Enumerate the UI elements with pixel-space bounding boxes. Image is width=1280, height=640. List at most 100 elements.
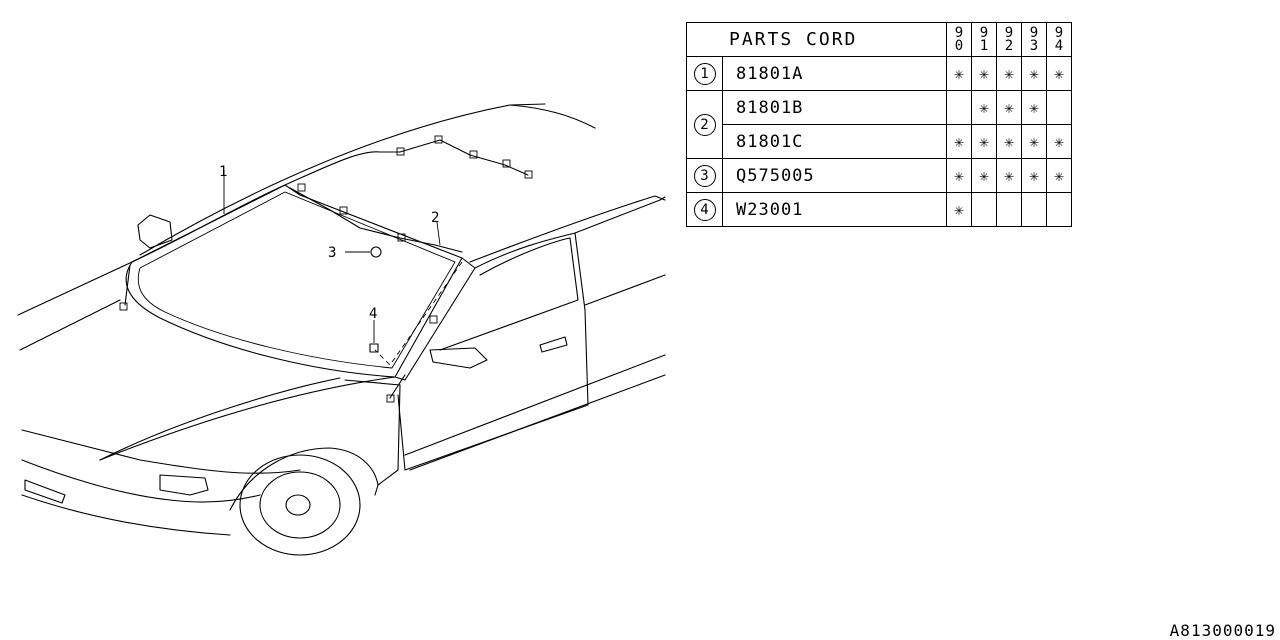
harness-drop-left (124, 264, 131, 306)
bumper-lower (21, 494, 231, 536)
connector (429, 315, 438, 324)
door-handle (539, 336, 568, 353)
roof-line (139, 103, 546, 256)
connector (119, 302, 128, 311)
bumper (21, 459, 261, 503)
clip-part-3 (370, 246, 382, 258)
availability-mark: ✳ (971, 90, 997, 125)
connector (524, 170, 533, 179)
rear-roof (469, 195, 666, 263)
harness-2 (289, 187, 463, 253)
left-mirror (137, 214, 173, 249)
availability-mark: ✳ (1046, 158, 1072, 193)
part-code: 81801C (722, 124, 947, 159)
connector (386, 394, 395, 403)
availability-mark: ✳ (971, 56, 997, 91)
windshield-left (125, 261, 396, 378)
connector (297, 183, 306, 192)
ref-number: 2 (686, 90, 723, 159)
availability-mark (971, 192, 997, 227)
wheel-hub (285, 494, 311, 516)
connector (339, 206, 348, 215)
wheel (239, 454, 361, 556)
rear-belt (584, 274, 666, 306)
availability-mark: ✳ (1021, 124, 1047, 159)
availability-mark: ✳ (996, 56, 1022, 91)
table-row: 2 81801B ✳ ✳ ✳ (686, 90, 1072, 159)
availability-mark: ✳ (996, 158, 1022, 193)
hood-left (17, 261, 133, 316)
table-row: 1 81801A ✳ ✳ ✳ ✳ ✳ (686, 56, 1072, 91)
windshield-inner (137, 191, 456, 369)
grommet-part-4 (369, 343, 379, 353)
availability-mark (1021, 192, 1047, 227)
callout-4: 4 (369, 306, 377, 322)
availability-mark: ✳ (946, 124, 972, 159)
fender (229, 447, 379, 511)
fender-line (344, 379, 401, 486)
figure-id: A813000019 (1169, 621, 1276, 640)
ref-number: 3 (686, 158, 723, 193)
part-code: 81801B (722, 90, 947, 125)
table-row: 81801C ✳ ✳ ✳ ✳ ✳ (687, 124, 1072, 159)
availability-mark (946, 90, 972, 125)
car-wiring-diagram: 1 2 3 4 (17, 103, 666, 556)
wheel-rim (259, 471, 341, 539)
availability-mark: ✳ (1021, 56, 1047, 91)
availability-mark: ✳ (1021, 90, 1047, 125)
hood-back (99, 376, 396, 461)
harness-1 (131, 139, 529, 263)
connector (469, 150, 478, 159)
table-row: 3 Q575005 ✳ ✳ ✳ ✳ ✳ (686, 158, 1072, 193)
header-parts-cord: PARTS CORD (686, 22, 947, 57)
part-code: 81801A (722, 56, 947, 91)
availability-mark (996, 192, 1022, 227)
windshield-right (394, 257, 463, 378)
grille (24, 479, 66, 504)
hood-crease (99, 377, 341, 461)
roof-rear-line (509, 104, 596, 129)
door-window (439, 237, 579, 351)
connector (397, 233, 406, 242)
ref-number: 1 (686, 56, 723, 91)
availability-mark: ✳ (1021, 158, 1047, 193)
headlight (159, 474, 209, 496)
availability-mark: ✳ (946, 158, 972, 193)
part-code: Q575005 (722, 158, 947, 193)
part-code: W23001 (722, 192, 947, 227)
availability-mark: ✳ (946, 192, 972, 227)
availability-mark (1046, 90, 1072, 125)
rear-door-line (574, 196, 666, 234)
leader-2 (436, 221, 441, 246)
availability-mark: ✳ (1046, 56, 1072, 91)
availability-mark: ✳ (1046, 124, 1072, 159)
rocker-2 (404, 354, 666, 456)
harness-drop-right (389, 374, 406, 399)
table-row: 4 W23001 ✳ (686, 192, 1072, 227)
availability-mark: ✳ (996, 90, 1022, 125)
availability-mark: ✳ (971, 158, 997, 193)
connector (396, 147, 405, 156)
car-illustration: 1 2 3 4 (17, 103, 666, 556)
availability-mark: ✳ (996, 124, 1022, 159)
harness-dash (374, 261, 463, 366)
connector (502, 159, 511, 168)
ref-number: 4 (686, 192, 723, 227)
callout-3: 3 (328, 245, 336, 261)
callout-2: 2 (431, 210, 439, 226)
hood-front (21, 429, 301, 474)
rocker (409, 374, 666, 471)
availability-mark: ✳ (946, 56, 972, 91)
availability-mark: ✳ (971, 124, 997, 159)
side-mirror (429, 347, 488, 369)
a-pillar (394, 257, 476, 381)
availability-mark (1046, 192, 1072, 227)
callout-1: 1 (219, 164, 227, 180)
